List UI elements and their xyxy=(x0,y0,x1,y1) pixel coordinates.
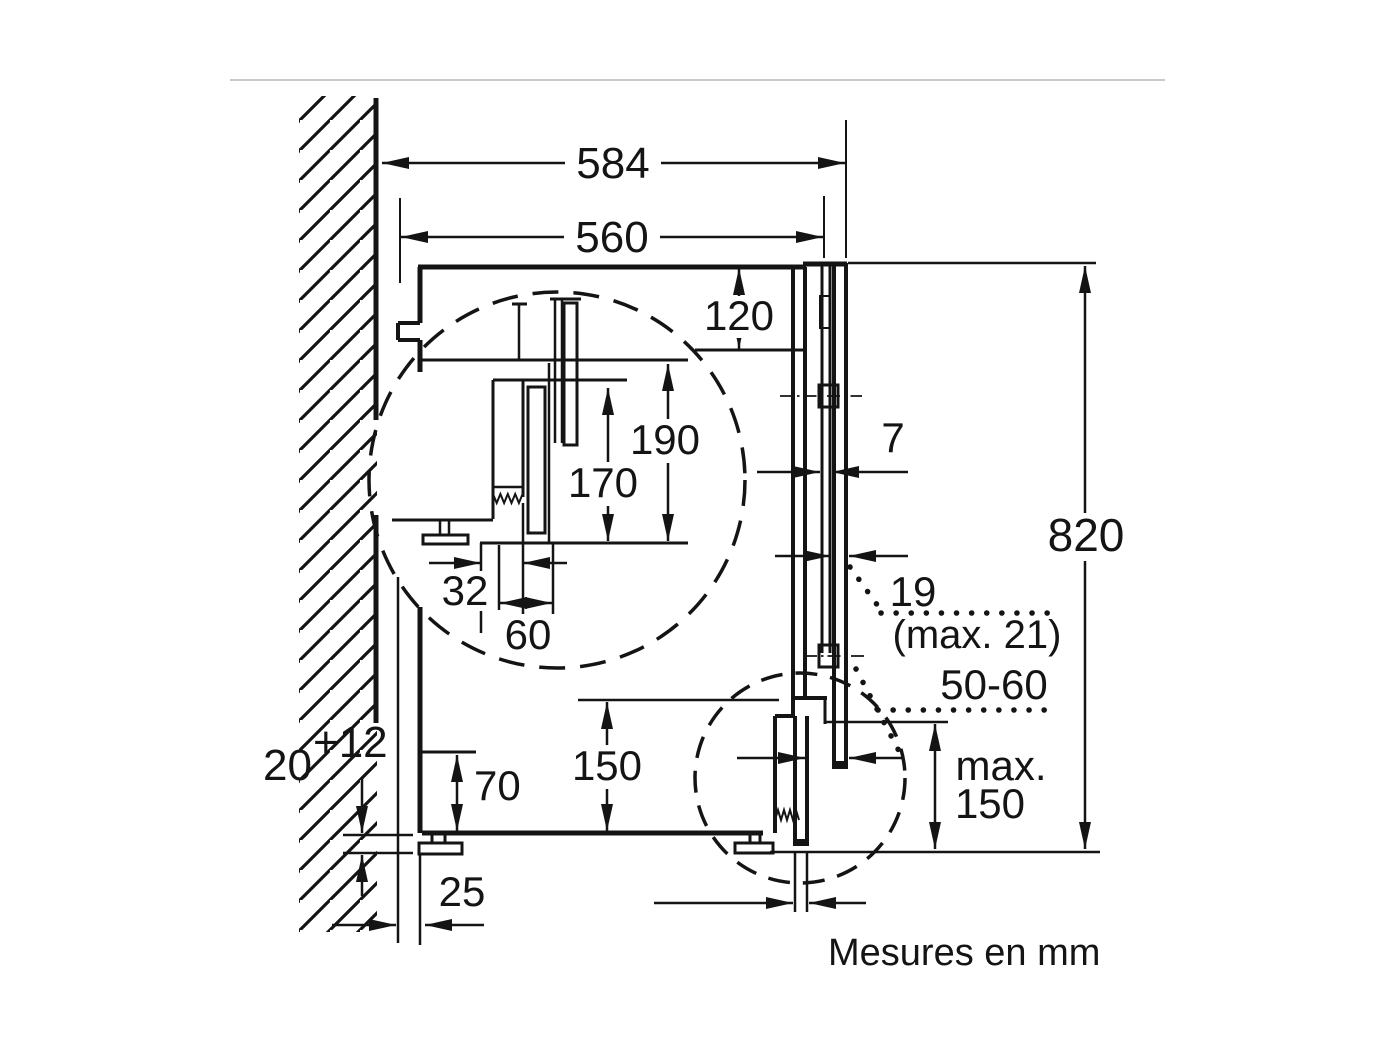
dim-label-120: 120 xyxy=(704,292,774,339)
dim-label-60: 60 xyxy=(505,611,552,658)
plinth-area xyxy=(578,696,1100,912)
detail-circle-plinth xyxy=(693,671,907,885)
dim-detail-190: 190 xyxy=(621,364,713,541)
cabinet-outline xyxy=(396,264,806,945)
units-note: Mesures en mm xyxy=(828,932,1100,974)
dim-label-plus12: +12 xyxy=(313,718,388,767)
dim-label-584: 584 xyxy=(576,139,649,188)
dim-label-25: 25 xyxy=(439,868,486,915)
dim-floor-gap: 20 +12 xyxy=(263,718,413,896)
dim-detail-60: 60 xyxy=(500,597,556,658)
dim-foot-zone: 70 xyxy=(451,755,521,831)
dim-plinth-recess: 50-60 xyxy=(737,661,1061,764)
dim-label-820: 820 xyxy=(1048,509,1125,561)
dim-total-width: 584 xyxy=(382,120,847,258)
dim-plinth-max-height: max. 150 xyxy=(929,724,1047,849)
dim-label-190: 190 xyxy=(630,416,700,463)
wall xyxy=(240,90,379,940)
dim-label-32: 32 xyxy=(442,567,489,614)
dim-niche-height: 820 xyxy=(848,261,1136,849)
dim-label-560: 560 xyxy=(575,213,648,262)
dim-detail-170: 170 xyxy=(559,388,651,541)
dim-label-50-60: 50-60 xyxy=(940,661,1047,708)
dim-label-max21: (max. 21) xyxy=(893,613,1062,657)
door-hinge-top xyxy=(780,383,862,409)
dim-rear-gap: 25 xyxy=(332,868,486,931)
wall-hatching xyxy=(299,96,377,932)
dim-plate-thickness: 7 xyxy=(757,414,908,478)
dim-base-clearance: 150 xyxy=(561,702,653,831)
worktop-fixing-detail xyxy=(392,297,688,643)
door-hinge-bottom xyxy=(804,643,866,669)
dim-label-170: 170 xyxy=(568,459,638,506)
dim-label-7: 7 xyxy=(881,414,904,461)
dim-detail-32: 32 xyxy=(429,557,567,614)
dim-label-max: max. xyxy=(955,742,1046,789)
door-mounting-plate xyxy=(819,263,832,653)
appliance-foot-front xyxy=(417,831,464,856)
furniture-door xyxy=(832,263,848,769)
dim-label-20: 20 xyxy=(263,741,312,790)
dim-label-max150: 150 xyxy=(955,780,1025,827)
dim-niche-width: 560 xyxy=(399,196,825,283)
dim-label-150: 150 xyxy=(572,742,642,789)
dim-label-19: 19 xyxy=(890,568,937,615)
dim-top-fixing: 120 xyxy=(696,268,782,349)
dim-door-thickness: 19 (max. 21) xyxy=(775,550,1062,657)
appliance-front xyxy=(791,261,847,698)
detail-circle-worktop xyxy=(367,290,747,670)
dim-label-70: 70 xyxy=(474,762,521,809)
